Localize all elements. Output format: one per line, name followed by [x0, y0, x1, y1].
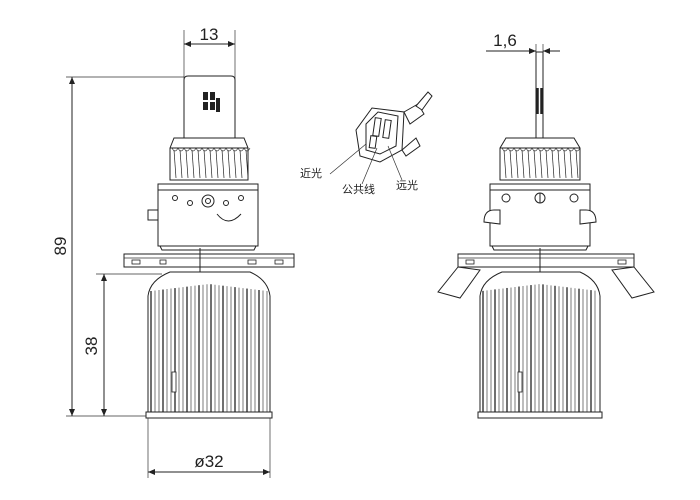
- dimension-diameter: ø32: [147, 418, 271, 478]
- side-view: 1,6: [437, 31, 655, 419]
- label-low-beam: 近光: [300, 166, 322, 180]
- dim-diameter-label: ø32: [194, 452, 223, 471]
- dim-pin-width-label: 1,6: [493, 31, 517, 50]
- dim-body-height-label: 38: [82, 337, 101, 356]
- knurled-neck: [169, 137, 251, 181]
- label-high-beam: 远光: [396, 178, 418, 192]
- dimension-total-height: 89: [51, 76, 184, 417]
- led-board-side: [535, 51, 544, 139]
- dimension-top-width: 13: [183, 25, 236, 80]
- base-collar: [147, 183, 259, 251]
- connector-detail: 近光 公共线 远光: [300, 91, 433, 196]
- label-common-wire: 公共线: [342, 182, 375, 196]
- heatsink-fins: [145, 271, 273, 419]
- led-chip-head: [183, 75, 236, 139]
- dimension-body-height: 38: [82, 273, 162, 416]
- dim-top-width-label: 13: [200, 25, 219, 44]
- dim-total-height-label: 89: [51, 237, 70, 256]
- front-view: 13: [51, 25, 295, 478]
- heatsink-fins-side: [477, 271, 603, 419]
- mounting-flange: [123, 248, 295, 276]
- dimension-pin-width: 1,6: [486, 31, 560, 88]
- mounting-flange-side: [437, 248, 655, 299]
- base-collar-side: [483, 183, 597, 251]
- knurled-neck-side: [499, 137, 581, 181]
